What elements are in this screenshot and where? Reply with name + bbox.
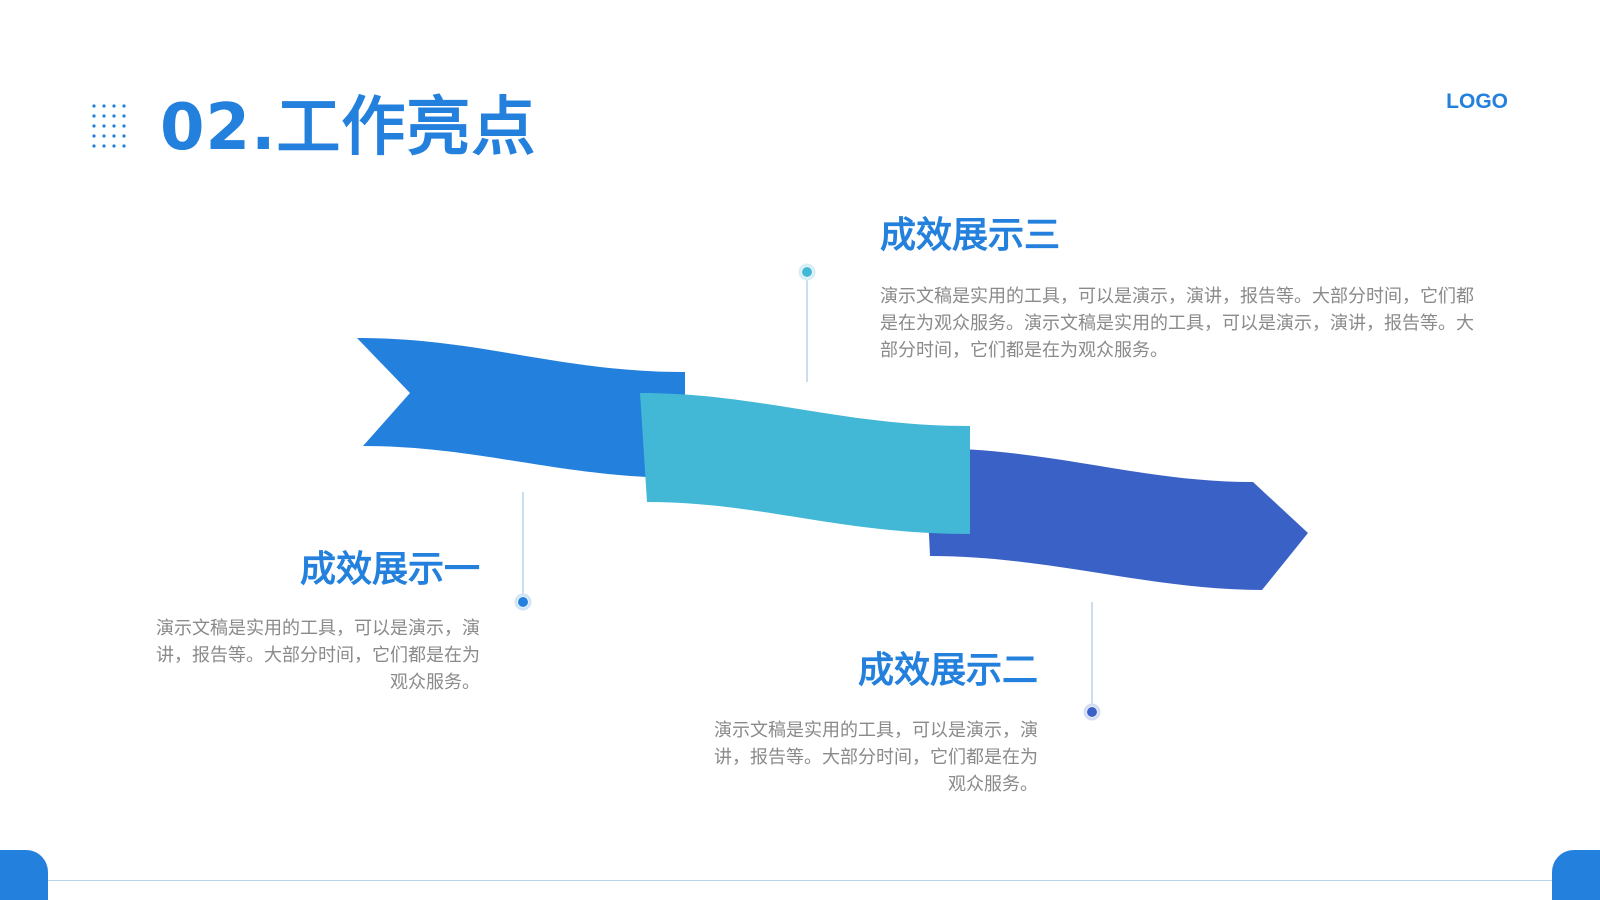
ribbon-segment-2 (640, 393, 970, 534)
ribbon-segment-1 (357, 338, 685, 478)
item-3-heading: 成效展示三 (880, 215, 1061, 256)
corner-decoration-left (0, 850, 48, 900)
item-1-description: 演示文稿是实用的工具，可以是演示，演讲，报告等。大部分时间，它们都是在为观众服务… (156, 618, 480, 693)
corner-decoration-right (1552, 850, 1600, 900)
ribbon-segment-3 (925, 448, 1308, 590)
item-2-description: 演示文稿是实用的工具，可以是演示，演讲，报告等。大部分时间，它们都是在为观众服务… (714, 720, 1038, 795)
item-1-heading: 成效展示一 (299, 549, 480, 590)
item-3-description: 演示文稿是实用的工具，可以是演示，演讲，报告等。大部分时间，它们都是在为观众服务… (880, 286, 1474, 361)
dot-grid-decoration (92, 104, 126, 148)
marker-1-dot (518, 597, 528, 607)
marker-2-dot (1087, 707, 1097, 717)
logo: LOGO (1446, 90, 1508, 113)
bottom-divider (48, 880, 1552, 881)
page-title: 02.工作亮点 (160, 91, 537, 165)
marker-3-dot (802, 267, 812, 277)
item-2-heading: 成效展示二 (857, 650, 1038, 691)
